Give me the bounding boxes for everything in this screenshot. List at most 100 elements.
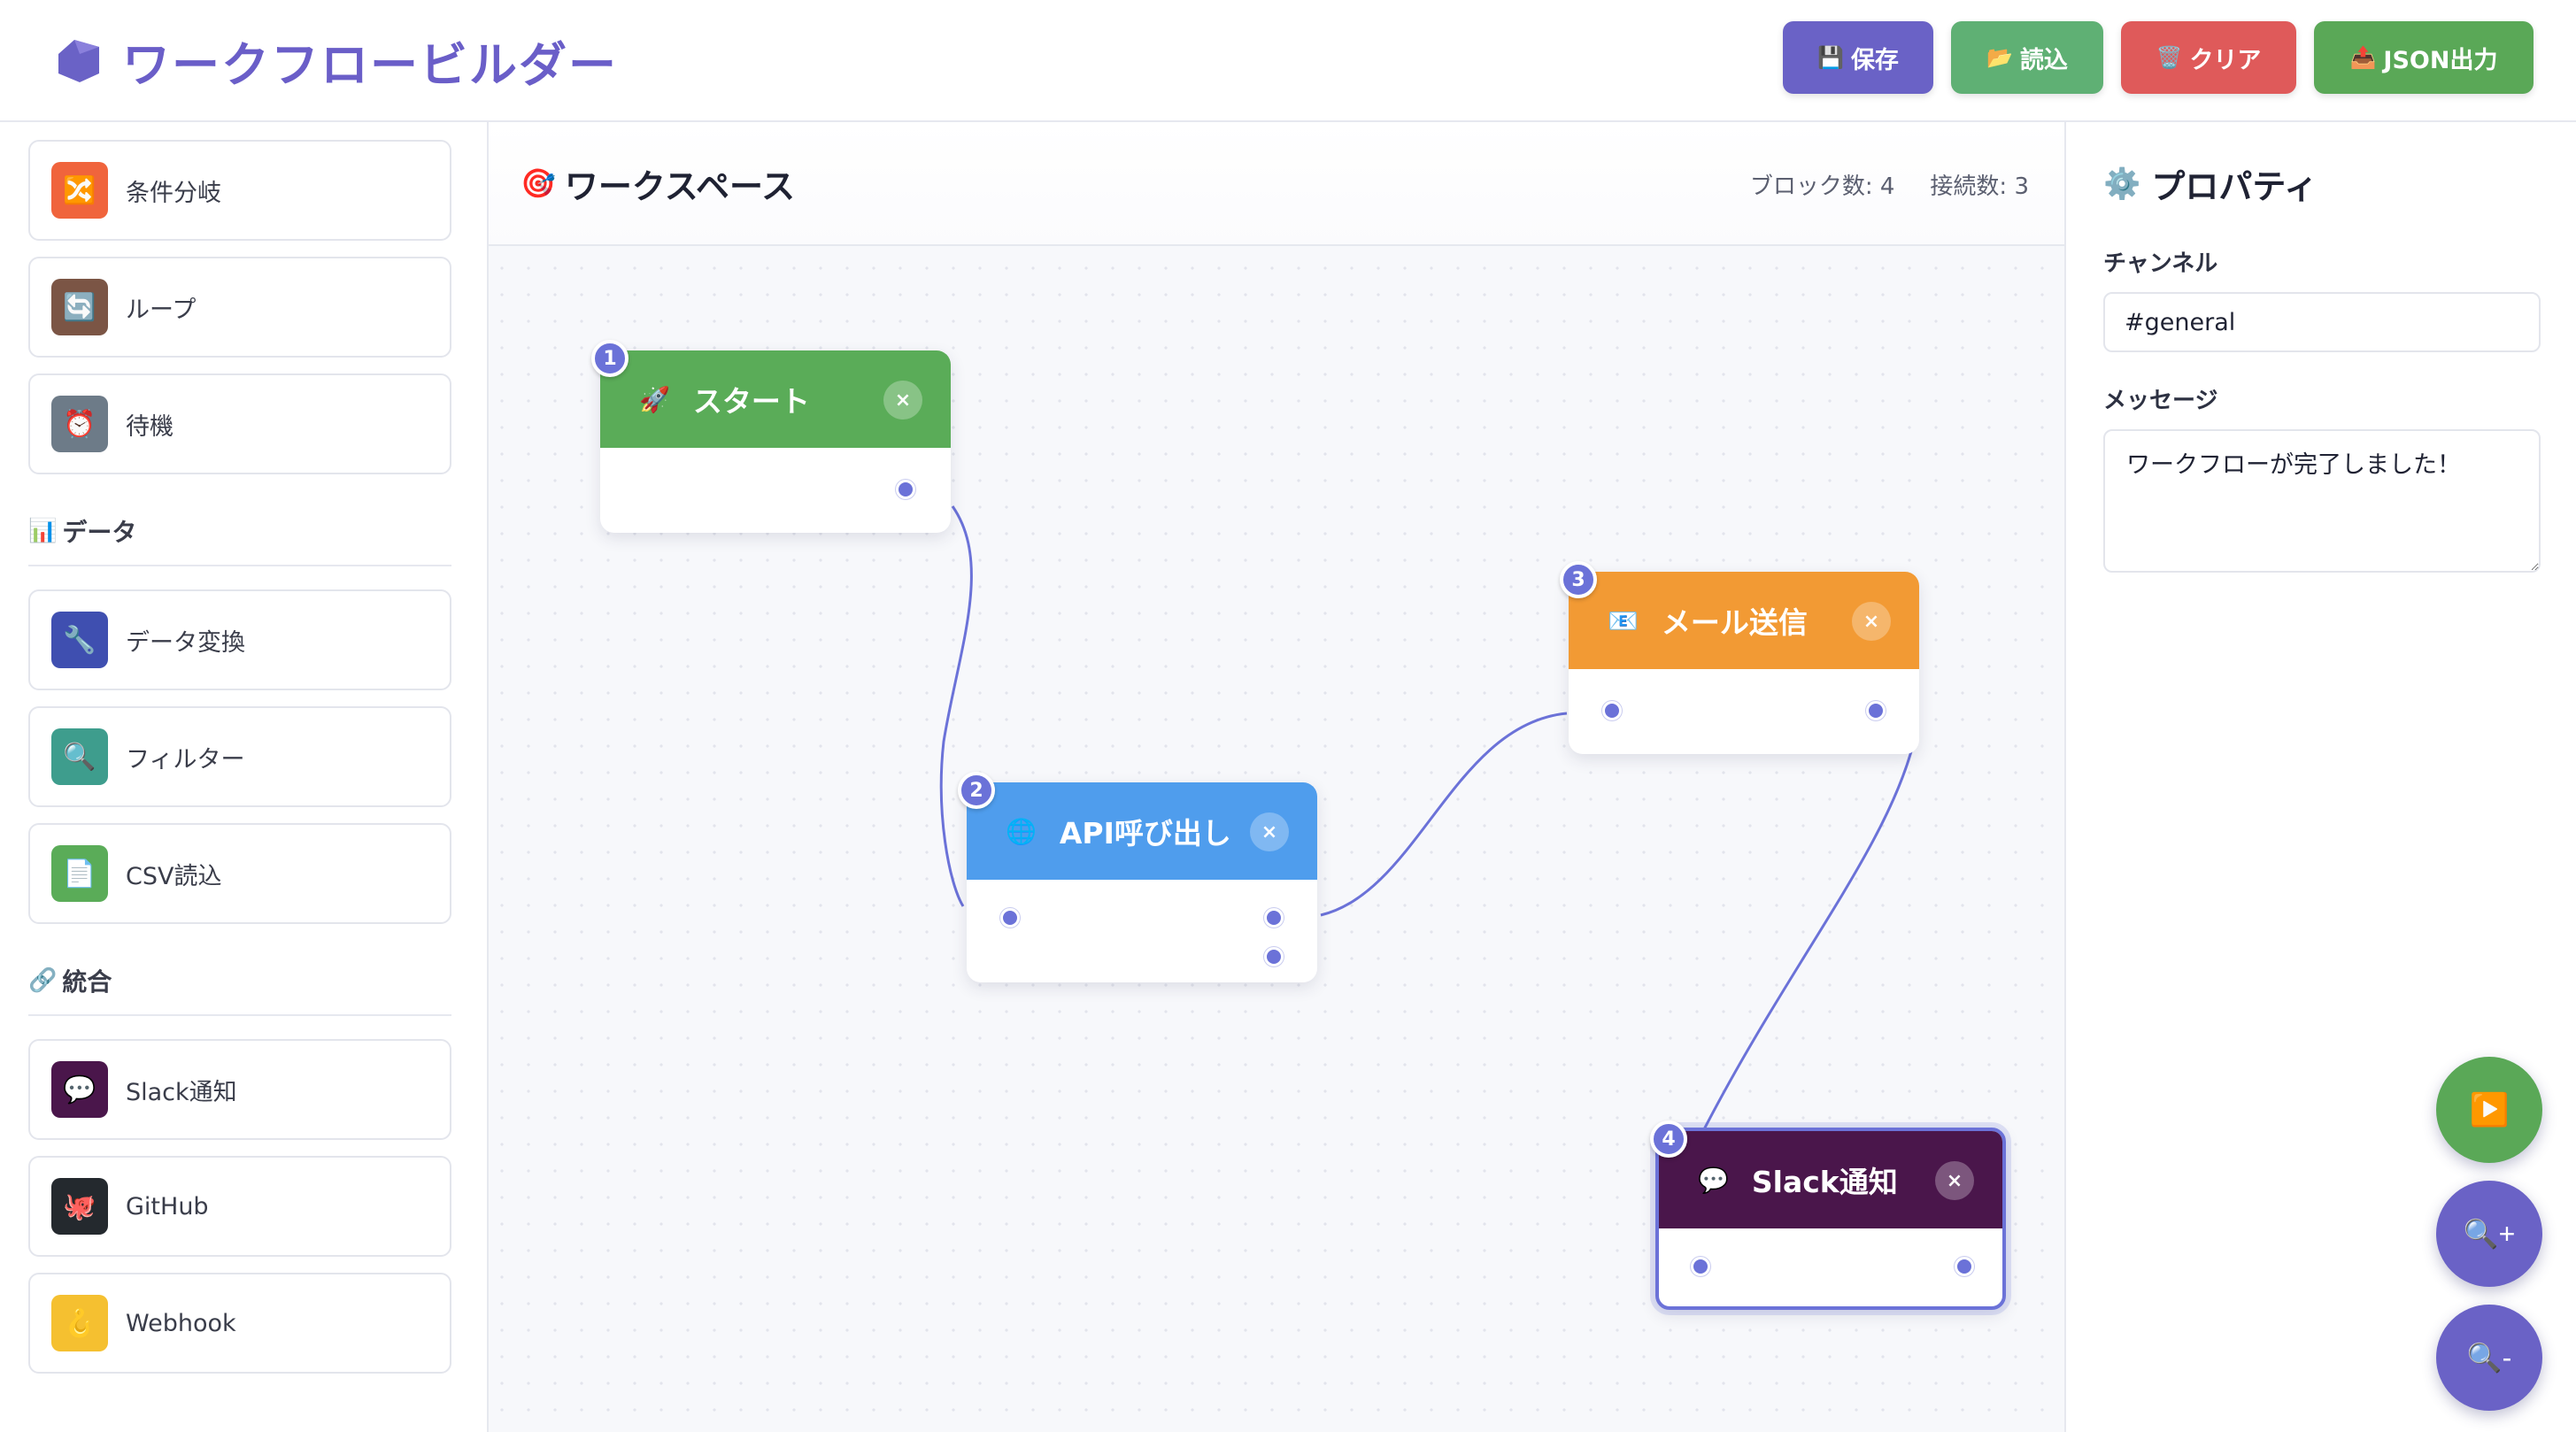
palette-integration-item[interactable]: 💬Slack通知 [28, 1039, 451, 1140]
close-icon[interactable]: × [1250, 812, 1289, 851]
category-data-header: 📊 データ [28, 490, 451, 566]
category-integration-label: 統合 [62, 967, 112, 997]
palette-integration-item[interactable]: 🪝 Webhook [28, 1273, 451, 1374]
input-port[interactable] [1602, 701, 1622, 720]
input-port[interactable] [1000, 908, 1020, 928]
palette-data-item-label: フィルター [126, 745, 245, 774]
category-integration-header: 🔗 統合 [28, 940, 451, 1016]
outbox-icon: 📤 [2349, 45, 2377, 70]
palette-data-item-icon: 🔧 [51, 612, 108, 668]
close-icon[interactable]: × [1935, 1161, 1974, 1200]
node-start-title: スタート [692, 384, 810, 419]
rocket-icon: 🚀 [639, 384, 670, 414]
app-header: ワークフロービルダー 💾 保存 📂 読込 🗑️ クリア 📤 JSON出力 [0, 0, 2576, 122]
category-data-label: データ [62, 518, 137, 547]
channel-input[interactable] [2103, 292, 2541, 352]
header-toolbar: 💾 保存 📂 読込 🗑️ クリア 📤 JSON出力 [1783, 21, 2534, 94]
palette-group-data: 🔧データ変換 🔍 フィルター 📄 CSV読込 [28, 589, 459, 924]
connection-count: 接続数: 3 [1930, 173, 2029, 200]
palette-data-item[interactable]: 📄 CSV読込 [28, 823, 451, 924]
palette-integration-item-icon: 🪝 [51, 1295, 108, 1351]
output-port-error[interactable] [1264, 947, 1284, 966]
palette-group-logic: 🔀 条件分岐 🔄 ループ ⏰待機 [28, 140, 459, 474]
zoom-out-icon: 🔍- [2466, 1342, 2512, 1374]
palette-data-item[interactable]: 🔍 フィルター [28, 706, 451, 807]
message-textarea[interactable]: ワークフローが完了しました！ [2103, 429, 2541, 573]
json-export-button-label: JSON出力 [2383, 46, 2498, 74]
load-button[interactable]: 📂 読込 [1951, 21, 2103, 94]
palette-integration-item[interactable]: 🐙 GitHub [28, 1156, 451, 1257]
output-port[interactable] [1955, 1257, 1974, 1276]
block-count: ブロック数: 4 [1749, 173, 1895, 200]
output-port-success[interactable] [1264, 908, 1284, 928]
palette-logic-item[interactable]: 🔀 条件分岐 [28, 140, 451, 241]
close-icon[interactable]: × [883, 381, 922, 420]
palette-data-item-icon: 🔍 [51, 728, 108, 785]
floppy-icon: 💾 [1817, 45, 1844, 70]
workspace-title-text: ワークスペース [564, 166, 796, 206]
run-workflow-button[interactable]: ▶️ [2436, 1057, 2542, 1163]
block-palette: 🔀 条件分岐 🔄 ループ ⏰待機 📊 データ 🔧データ変換 🔍 フィルター 📄 CSV読込 🔗 … [0, 122, 489, 1432]
palette-logic-item-icon: 🔄 [51, 279, 108, 335]
palette-data-item-icon: 📄 [51, 845, 108, 902]
palette-logic-item-label: ループ [126, 296, 197, 324]
gear-icon: ⚙️ [2103, 166, 2141, 202]
json-export-button[interactable]: 📤 JSON出力 [2314, 21, 2534, 94]
node-send-email-header[interactable]: 📧 メール送信 [1569, 572, 1919, 669]
palette-integration-item-icon: 🐙 [51, 1178, 108, 1235]
app-title: ワークフロービルダー [122, 36, 618, 93]
folder-icon: 📂 [1986, 45, 2013, 70]
palette-logic-item-icon: 🔀 [51, 162, 108, 219]
node-slack-notify[interactable]: 💬 Slack通知 × 4 [1650, 1120, 2006, 1310]
output-port[interactable] [896, 480, 915, 499]
palette-logic-item[interactable]: ⏰待機 [28, 373, 451, 474]
palette-integration-item-icon: 💬 [51, 1061, 108, 1118]
workspace-stats: ブロック数: 4 接続数: 3 [1750, 168, 2029, 201]
channel-label: チャンネル [2103, 250, 2218, 277]
node-api-call-header[interactable]: 🌐 API呼び出し [967, 782, 1317, 880]
node-slack-notify-header[interactable]: 💬 Slack通知 [1659, 1131, 2002, 1228]
target-icon: 🎯 [521, 166, 556, 200]
workspace-canvas[interactable]: 🎯 ワークスペース ブロック数: 4 接続数: 3 🚀 スタート × 1 🌐 A… [489, 122, 2064, 1432]
node-api-call-title: API呼び出し [1059, 816, 1231, 851]
node-send-email[interactable]: 📧 メール送信 × 3 [1560, 561, 1919, 754]
link-icon: 🔗 [28, 967, 58, 994]
close-icon[interactable]: × [1852, 602, 1891, 641]
zoom-in-button[interactable]: 🔍+ [2436, 1181, 2542, 1287]
play-icon: ▶️ [2469, 1091, 2510, 1128]
zoom-in-icon: 🔍+ [2463, 1218, 2516, 1250]
workspace-header: 🎯 ワークスペース ブロック数: 4 接続数: 3 [489, 122, 2064, 246]
speech-bubble-icon: 💬 [1698, 1165, 1729, 1195]
input-port[interactable] [1691, 1257, 1710, 1276]
node-number-badge: 4 [1650, 1120, 1687, 1158]
zoom-out-button[interactable]: 🔍- [2436, 1305, 2542, 1411]
palette-logic-item[interactable]: 🔄 ループ [28, 257, 451, 358]
palette-integration-item-label: GitHub [126, 1192, 209, 1220]
save-button-label: 保存 [1850, 46, 1899, 74]
trash-icon: 🗑️ [2156, 45, 2183, 70]
palette-data-item-label: CSV読込 [126, 862, 222, 890]
node-number-badge: 1 [591, 340, 629, 377]
node-start[interactable]: 🚀 スタート × 1 [591, 340, 951, 533]
palette-data-item[interactable]: 🔧データ変換 [28, 589, 451, 690]
email-icon: 📧 [1608, 605, 1639, 635]
node-slack-notify-title: Slack通知 [1751, 1165, 1898, 1199]
connection-2-3 [1320, 712, 1568, 917]
node-send-email-title: メール送信 [1661, 605, 1808, 640]
output-port[interactable] [1866, 701, 1886, 720]
node-api-call[interactable]: 🌐 API呼び出し × 2 [958, 772, 1317, 982]
palette-group-integration: 💬Slack通知 🐙 GitHub 🪝 Webhook [28, 1039, 459, 1374]
palette-logic-item-label: 条件分岐 [126, 179, 221, 207]
palette-integration-item-label: Webhook [126, 1309, 236, 1337]
load-button-label: 読込 [2019, 46, 2068, 74]
clear-button[interactable]: 🗑️ クリア [2121, 21, 2296, 94]
node-start-header[interactable]: 🚀 スタート [600, 350, 951, 448]
palette-logic-item-label: 待機 [126, 412, 174, 441]
cube-logo-icon [58, 40, 99, 82]
node-number-badge: 2 [958, 772, 995, 809]
workspace-title: 🎯 ワークスペース [521, 159, 795, 208]
globe-icon: 🌐 [1006, 816, 1037, 846]
save-button[interactable]: 💾 保存 [1783, 21, 1933, 94]
properties-title: ⚙️ プロパティ [2103, 159, 2541, 208]
node-number-badge: 3 [1560, 561, 1597, 598]
